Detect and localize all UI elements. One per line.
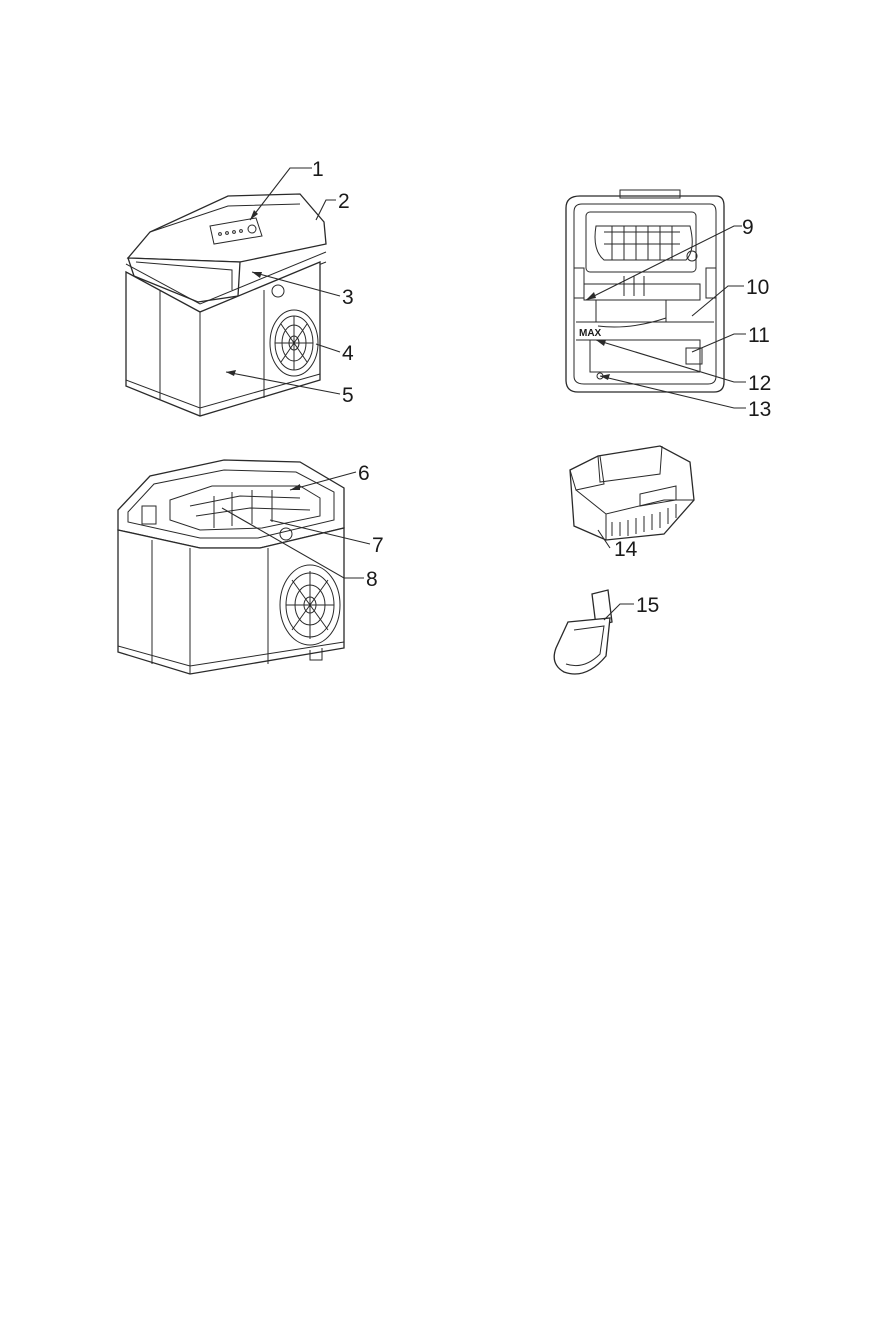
callout-3: 3 [342,286,354,309]
callout-11: 11 [748,324,770,347]
callout-1: 1 [312,158,324,181]
ice-scoop-icon [554,590,612,674]
max-fill-label: MAX [579,328,602,339]
callout-7: 7 [372,534,384,557]
callout-15: 15 [636,594,659,617]
callout-4: 4 [342,342,354,365]
callout-9: 9 [742,216,754,239]
ice-maker-open-lid-icon [118,460,344,674]
callout-14: 14 [614,538,638,561]
callout-10: 10 [746,276,769,299]
callout-5: 5 [342,384,354,407]
callout-6: 6 [358,462,370,485]
callout-12: 12 [748,372,771,395]
callout-8: 8 [366,568,378,591]
callout-2: 2 [338,190,350,213]
ice-basket-icon [570,446,694,540]
callout-13: 13 [748,398,771,421]
ice-maker-front-view-icon [126,194,326,416]
ice-maker-interior-view-icon: MAX [566,190,724,392]
